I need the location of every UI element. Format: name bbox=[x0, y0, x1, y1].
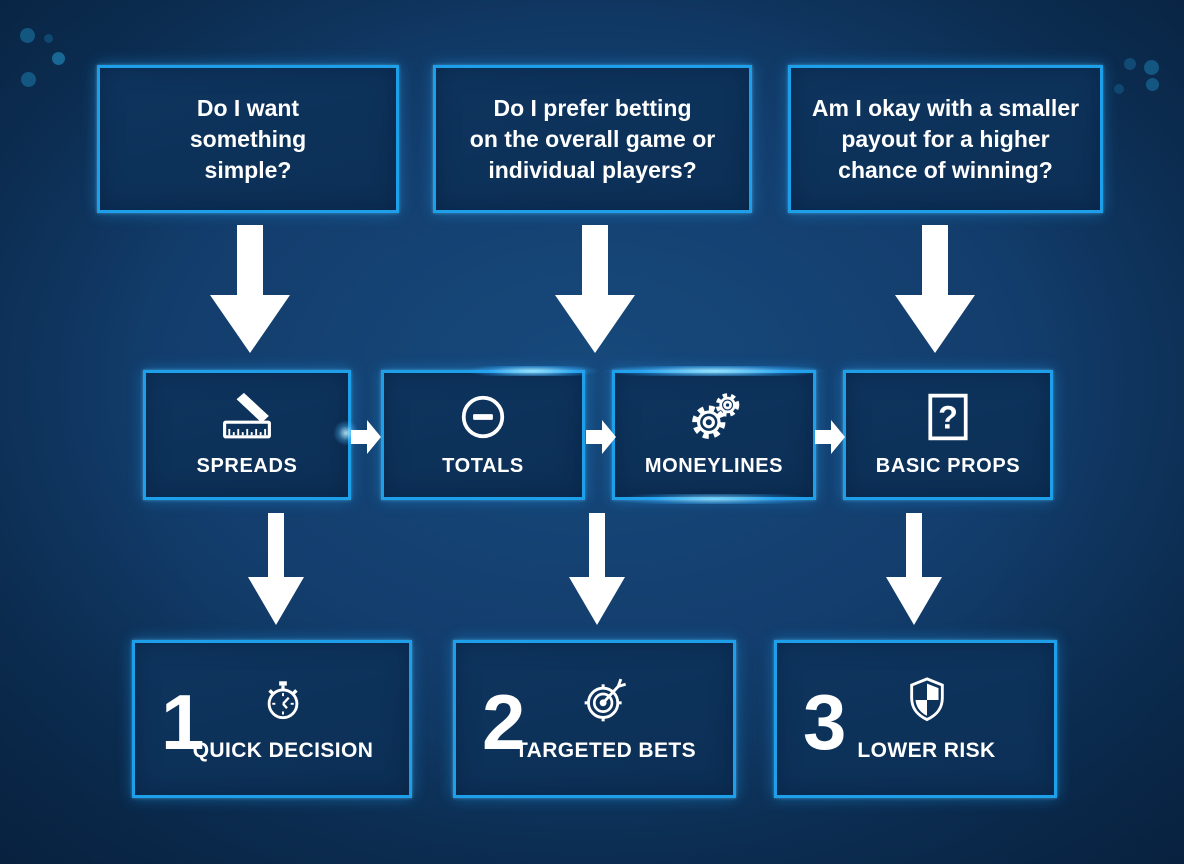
shield-icon bbox=[904, 676, 950, 727]
svg-text:?: ? bbox=[938, 399, 958, 435]
stopwatch-icon bbox=[259, 676, 307, 727]
bet-type-box-moneylines: MONEYLINES bbox=[565, 366, 863, 504]
outcome-label: QUICK DECISION bbox=[192, 738, 374, 762]
question-line: payout for a higher bbox=[841, 125, 1050, 152]
outcome-label: TARGETED BETS bbox=[515, 738, 696, 762]
minus-circle-icon bbox=[457, 392, 509, 442]
decor-dot bbox=[52, 52, 65, 65]
target-icon bbox=[582, 676, 630, 727]
question-line: Do I prefer betting bbox=[493, 94, 692, 121]
ruler-icon bbox=[220, 392, 274, 442]
outcome-box-targeted-bets: 2 TARGETED BETS bbox=[453, 640, 736, 798]
down-arrow-icon bbox=[886, 513, 942, 625]
question-box-smaller-payout: Am I okay with a smaller payout for a hi… bbox=[788, 65, 1103, 213]
decor-dot bbox=[44, 34, 53, 43]
question-line: individual players? bbox=[488, 156, 697, 183]
bet-type-label: BASIC PROPS bbox=[875, 455, 1021, 477]
outcome-number: 1 bbox=[161, 678, 205, 767]
down-arrow-icon bbox=[210, 225, 290, 353]
question-box-simple: Do I want something simple? bbox=[97, 65, 399, 213]
decor-dot bbox=[20, 28, 35, 43]
question-line: on the overall game or bbox=[469, 125, 716, 152]
decor-dot bbox=[1124, 58, 1136, 70]
bet-type-box-totals: TOTALS bbox=[381, 366, 622, 500]
gears-icon bbox=[687, 392, 741, 442]
question-line: Do I want bbox=[196, 94, 300, 121]
down-arrow-icon bbox=[555, 225, 635, 353]
question-box-game-or-players: Do I prefer betting on the overall game … bbox=[433, 65, 752, 213]
outcome-label: LOWER RISK bbox=[857, 738, 996, 762]
outcome-number: 3 bbox=[803, 678, 847, 767]
down-arrow-icon bbox=[895, 225, 975, 353]
question-line: Am I okay with a smaller bbox=[811, 94, 1080, 121]
right-arrow-icon bbox=[815, 420, 845, 454]
right-arrow-icon bbox=[586, 420, 616, 454]
down-arrow-icon bbox=[248, 513, 304, 625]
down-arrow-icon bbox=[569, 513, 625, 625]
outcome-box-quick-decision: 1 QUICK DECISION bbox=[132, 640, 412, 798]
question-box-icon: ? bbox=[922, 392, 974, 442]
bet-type-label: SPREADS bbox=[196, 455, 298, 477]
bet-type-label: TOTALS bbox=[442, 455, 524, 477]
outcome-box-lower-risk: 3 LOWER RISK bbox=[774, 640, 1057, 798]
bet-type-box-spreads: SPREADS bbox=[143, 370, 351, 500]
bet-type-box-basic-props: ? BASIC PROPS bbox=[843, 370, 1053, 500]
decor-dot bbox=[1114, 84, 1124, 94]
outcome-number: 2 bbox=[482, 678, 526, 767]
decor-dot bbox=[1146, 78, 1159, 91]
question-line: chance of winning? bbox=[838, 156, 1053, 183]
bet-type-label: MONEYLINES bbox=[644, 455, 784, 477]
question-line: simple? bbox=[204, 156, 292, 183]
decor-dot bbox=[21, 72, 36, 87]
question-line: something bbox=[189, 125, 307, 152]
right-arrow-icon bbox=[351, 420, 381, 454]
decor-dot bbox=[1144, 60, 1159, 75]
